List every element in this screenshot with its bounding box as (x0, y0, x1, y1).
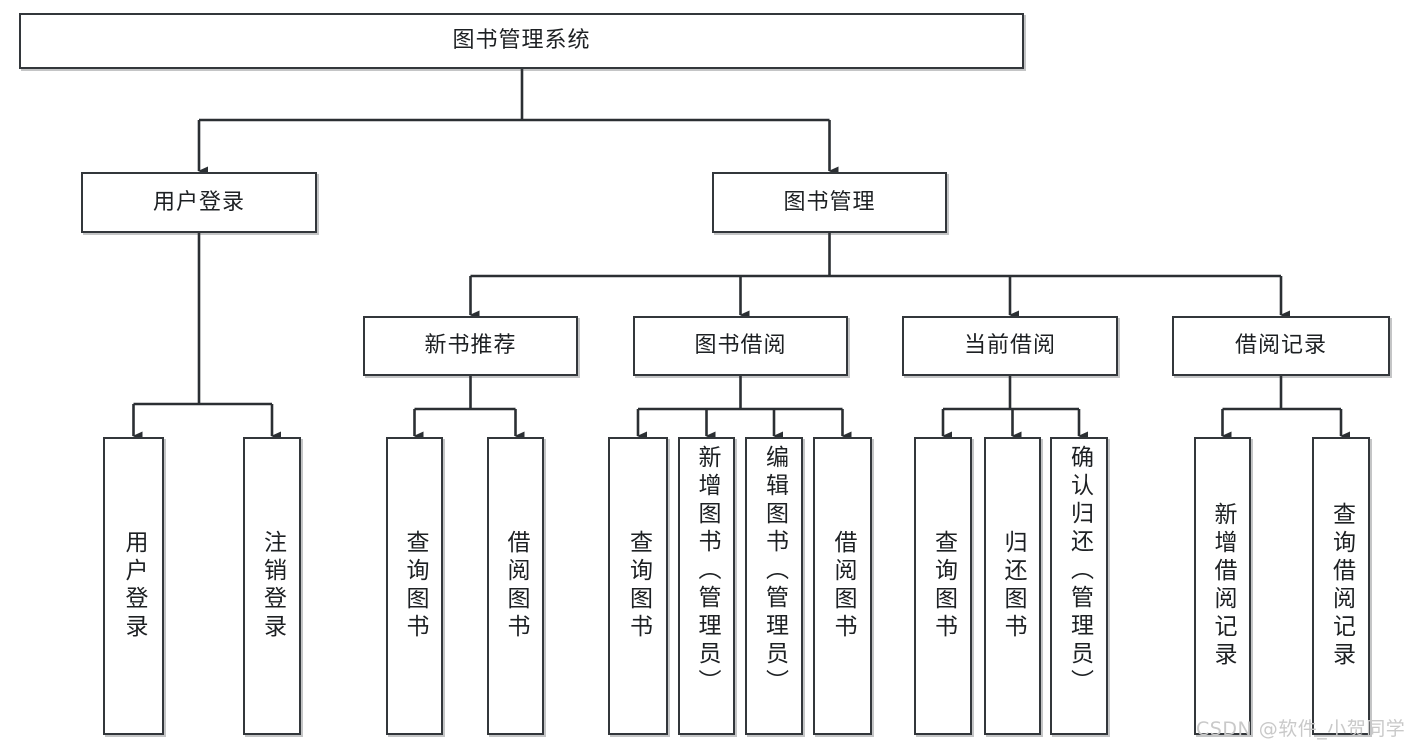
node-label: 编辑图书（管理员） (761, 445, 788, 697)
node-leaf-edit-book[interactable]: 编辑图书（管理员） (745, 437, 803, 735)
node-label: 图书管理系统 (452, 28, 591, 54)
node-label: 查询图书 (930, 530, 957, 642)
node-label: 当前借阅 (963, 333, 1056, 359)
node-book-manage[interactable]: 图书管理 (712, 172, 947, 233)
watermark-text: CSDN @软件_小贺同学 (1196, 718, 1405, 740)
node-leaf-query-book-2[interactable]: 查询图书 (608, 437, 668, 735)
node-label: 图书借阅 (694, 333, 787, 359)
node-leaf-confirm-return[interactable]: 确认归还（管理员） (1050, 437, 1108, 735)
node-new-book-recommend[interactable]: 新书推荐 (363, 316, 578, 376)
node-borrow-record[interactable]: 借阅记录 (1172, 316, 1390, 376)
node-user-login[interactable]: 用户登录 (81, 172, 317, 233)
node-current-borrow[interactable]: 当前借阅 (902, 316, 1118, 376)
edge-group (132, 69, 1350, 441)
node-label: 查询借阅记录 (1328, 502, 1355, 670)
node-leaf-query-book-1[interactable]: 查询图书 (386, 437, 443, 735)
node-label: 借阅记录 (1234, 333, 1327, 359)
node-label: 用户登录 (121, 530, 147, 642)
node-label: 借阅图书 (830, 530, 856, 642)
node-root[interactable]: 图书管理系统 (19, 13, 1024, 69)
node-label: 注销登录 (259, 530, 286, 642)
node-label: 图书管理 (783, 189, 876, 215)
node-leaf-borrow-book-1[interactable]: 借阅图书 (487, 437, 544, 735)
node-label: 借阅图书 (503, 530, 529, 642)
node-leaf-logout[interactable]: 注销登录 (243, 437, 301, 735)
node-leaf-add-record[interactable]: 新增借阅记录 (1194, 437, 1251, 735)
node-leaf-query-book-3[interactable]: 查询图书 (914, 437, 972, 735)
node-leaf-query-record[interactable]: 查询借阅记录 (1312, 437, 1370, 735)
node-label: 用户登录 (152, 189, 245, 215)
node-label: 新增图书（管理员） (694, 445, 720, 697)
node-label: 新书推荐 (424, 333, 517, 359)
node-leaf-borrow-book-2[interactable]: 借阅图书 (813, 437, 872, 735)
node-leaf-add-book[interactable]: 新增图书（管理员） (678, 437, 735, 735)
node-label: 新增借阅记录 (1210, 502, 1236, 670)
node-leaf-return-book[interactable]: 归还图书 (984, 437, 1041, 735)
node-label: 查询图书 (625, 530, 652, 642)
node-label: 归还图书 (1000, 530, 1026, 642)
node-label: 查询图书 (402, 530, 428, 642)
node-label: 确认归还（管理员） (1066, 445, 1093, 697)
node-leaf-user-login[interactable]: 用户登录 (103, 437, 164, 735)
node-book-borrow[interactable]: 图书借阅 (633, 316, 848, 376)
